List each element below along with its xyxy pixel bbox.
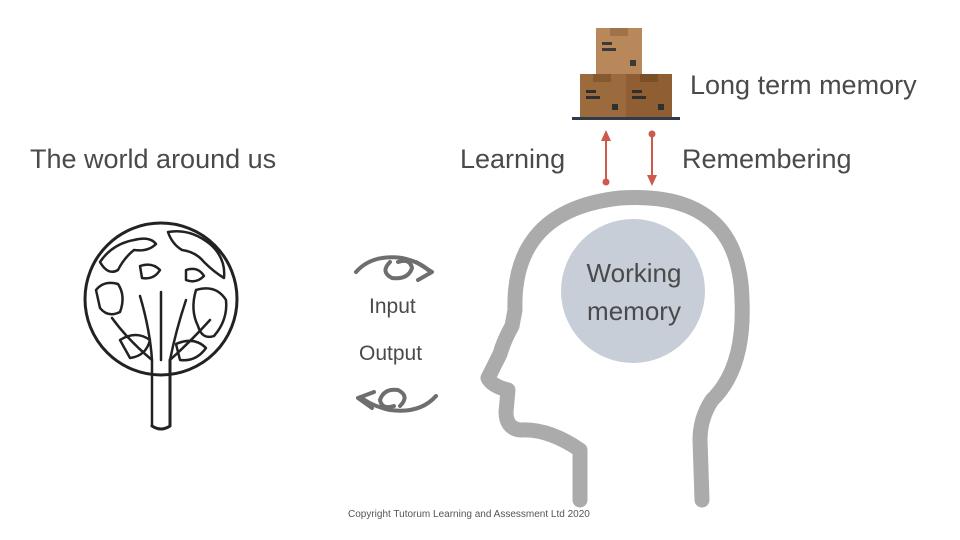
working-memory-line2: memory — [560, 293, 708, 331]
long-term-memory-label: Long term memory — [690, 72, 917, 99]
learning-label: Learning — [460, 146, 565, 173]
input-label: Input — [369, 296, 416, 317]
working-memory-label: Working memory — [560, 255, 708, 330]
remembering-arrow — [647, 131, 657, 187]
learning-arrow — [601, 130, 611, 186]
shelf — [572, 117, 680, 120]
working-memory-line1: Working — [560, 255, 708, 293]
output-label: Output — [359, 343, 422, 364]
tree-globe-icon — [85, 223, 237, 429]
world-label: The world around us — [30, 146, 276, 173]
boxes-icon — [572, 28, 680, 120]
input-arrow-icon — [356, 257, 432, 280]
copyright-text: Copyright Tutorum Learning and Assessmen… — [348, 510, 590, 520]
output-arrow-icon — [358, 390, 436, 411]
remembering-label: Remembering — [682, 146, 852, 173]
